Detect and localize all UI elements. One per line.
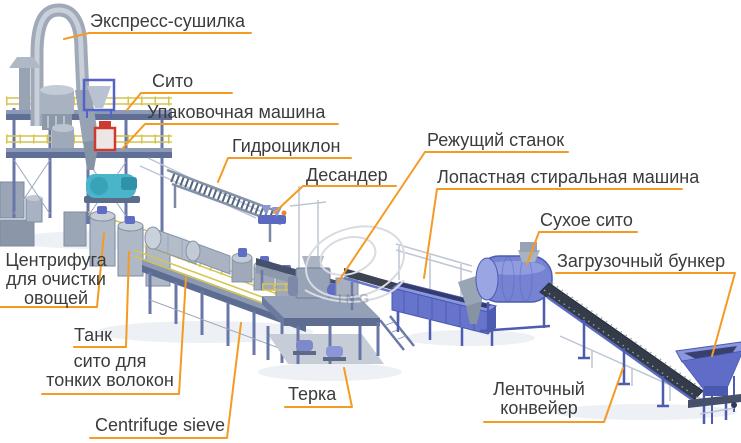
leader-express-dryer: [63, 32, 252, 40]
label-vegetable-centrifuge: Центрифуга для очистки овощей: [0, 251, 112, 308]
pump-graphic: [293, 340, 346, 361]
paddle-washer-graphic: [390, 281, 498, 346]
label-sieve: Сито: [152, 71, 194, 91]
leader-hydrocyclone: [217, 157, 352, 183]
label-desander: Десандер: [306, 165, 388, 185]
leader-cutting-machine: [337, 151, 569, 283]
label-line: овощей: [23, 288, 89, 308]
dry-sieve-graphic: [458, 242, 553, 334]
grater-platform-graphic: [256, 256, 415, 364]
label-centrifuge-sieve: Centrifuge sieve: [95, 415, 226, 435]
desander-graphic: [258, 186, 327, 274]
leader-paddle-washing-machine: [423, 188, 683, 279]
catwalk-railing-graphic: [395, 243, 473, 300]
leader-lines: [0, 32, 736, 439]
leader-centrifuge-sieve: [89, 322, 242, 439]
left-auxiliary-equipment: [0, 181, 43, 247]
label-line: Ленточный: [493, 379, 585, 399]
loading-hopper-graphic: [675, 341, 741, 424]
sieve-hopper-graphic: [82, 78, 116, 118]
label-express-dryer: Экспресс-сушилка: [90, 11, 246, 31]
belt-conveyor-graphic: [539, 282, 709, 408]
leader-packing-machine: [121, 123, 339, 150]
watermark-letters: ING: [338, 291, 373, 306]
label-line: конвейер: [500, 398, 578, 418]
label-tank: Танк: [74, 325, 113, 345]
label-belt-conveyor: Ленточный конвейер: [476, 380, 602, 418]
label-packing-machine: Упаковочная машина: [147, 102, 326, 122]
label-grater: Терка: [288, 384, 337, 404]
centrifuge-graphic: [84, 174, 140, 203]
watermark: ING: [304, 225, 405, 306]
leader-vegetable-centrifuge: [0, 232, 105, 308]
label-hydrocyclone: Гидроциклон: [232, 136, 341, 156]
label-paddle-washing-machine: Лопастная стиральная машина: [437, 167, 700, 187]
label-loading-hopper: Загрузочный бункер: [557, 251, 726, 271]
label-line: Центрифуга: [5, 250, 107, 270]
leader-dry-sieve: [526, 231, 638, 265]
packing-machine-graphic: [93, 121, 117, 152]
label-line: сито для: [73, 351, 147, 371]
label-cutting-machine: Режущий станок: [427, 130, 565, 150]
label-line: для очистки: [6, 269, 106, 289]
leader-loading-hopper: [555, 272, 736, 357]
label-line: тонких волокон: [46, 370, 174, 390]
leader-sieve: [126, 92, 233, 111]
label-fine-fiber-sieve: сито для тонких волокон: [36, 352, 184, 390]
leader-tank: [73, 251, 130, 348]
express-dryer-graphic: [9, 3, 140, 203]
leader-desander: [273, 185, 397, 214]
leader-grater: [284, 367, 353, 408]
ground-shadows: [12, 231, 737, 420]
leader-belt-conveyor: [483, 367, 624, 423]
rotary-washer-graphic: [144, 226, 231, 275]
label-dry-sieve: Сухое сито: [540, 210, 633, 230]
leader-fine-fiber-sieve: [41, 276, 187, 395]
